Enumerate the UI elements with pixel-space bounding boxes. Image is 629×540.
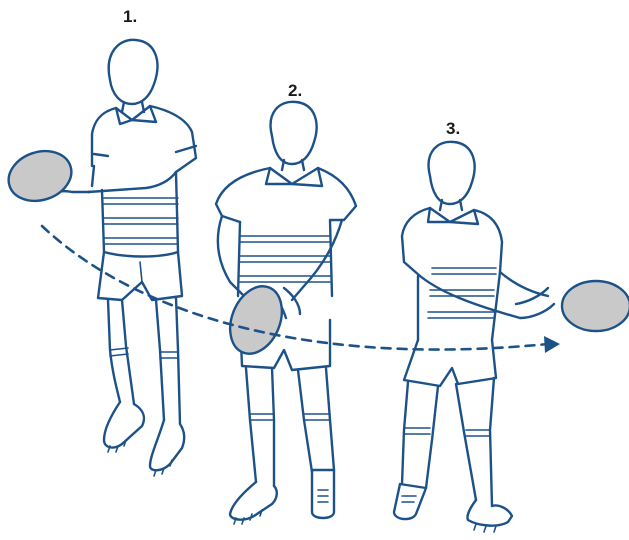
rugby-ball-2 <box>221 279 292 362</box>
player-3-figure <box>394 142 554 532</box>
player-1-figure <box>44 40 196 476</box>
rugby-ball-3 <box>562 281 629 331</box>
rugby-ball-1 <box>2 143 78 208</box>
